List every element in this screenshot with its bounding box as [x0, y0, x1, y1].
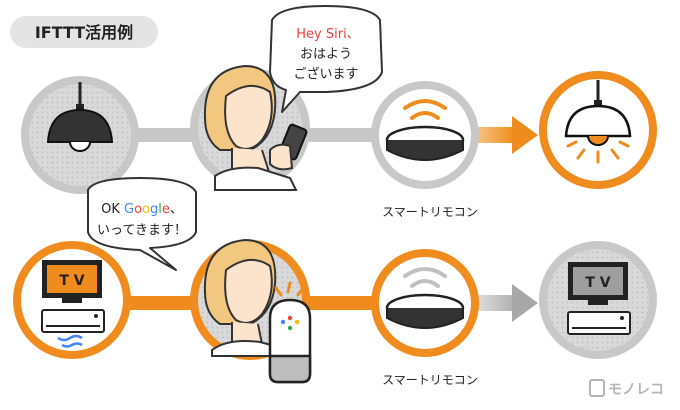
- google-letter: g: [150, 202, 158, 217]
- smart-speaker-icon: [268, 281, 312, 384]
- smartphone-icon: [269, 123, 308, 171]
- air-conditioner-icon: [567, 311, 631, 335]
- wifi-signal-icon: [403, 99, 447, 120]
- remote-label: スマートリモコン: [382, 373, 478, 387]
- woman-icon: [203, 238, 283, 357]
- arrow-right-icon: [478, 116, 538, 154]
- lamp-off-node: [21, 76, 139, 194]
- remote-device-icon: [385, 125, 465, 161]
- lamp-on-node: [539, 71, 657, 189]
- person-siri-node: [190, 64, 310, 191]
- speech-prefix: OK: [101, 202, 124, 217]
- tv-icon: T V: [568, 262, 628, 305]
- connector-bar: [300, 128, 380, 142]
- google-letter: l: [158, 202, 162, 217]
- google-letter: o: [142, 202, 150, 217]
- title-pill: IFTTT活用例: [10, 16, 158, 48]
- lamp-icon: [46, 82, 114, 152]
- tv-label: T V: [585, 275, 610, 291]
- page-title: IFTTT活用例: [35, 23, 133, 42]
- tv-label: T V: [59, 273, 84, 289]
- speech-suffix: 、: [170, 202, 183, 217]
- google-letter: G: [124, 202, 134, 217]
- watermark-text: モノレコ: [608, 382, 664, 398]
- speech-text-line3: ございます: [293, 66, 358, 82]
- wifi-signal-icon: [403, 267, 447, 288]
- speech-text-line1: Hey Siri、: [296, 27, 359, 42]
- speech-text-line1: OK Google、: [101, 202, 183, 217]
- tv-on-node: T V: [13, 241, 131, 359]
- air-conditioner-icon: [41, 309, 105, 348]
- google-letter: e: [162, 202, 170, 217]
- remote-device-icon: [385, 293, 465, 329]
- tv-icon: T V: [42, 260, 102, 303]
- speech-text-line2: いってきます！: [97, 223, 187, 238]
- remote-label: スマートリモコン: [382, 205, 478, 219]
- arrow-right-icon: [478, 284, 538, 322]
- google-letter: o: [134, 202, 142, 217]
- connector-bar: [300, 296, 382, 310]
- bag-icon: [589, 379, 605, 397]
- watermark: モノレコ: [589, 379, 664, 398]
- smart-remote-node: [371, 249, 479, 357]
- speech-bubble-google: OK Google、 いってきます！: [87, 177, 197, 271]
- speech-text-line2: おはよう: [300, 47, 352, 62]
- smart-remote-node: [371, 81, 479, 189]
- lamp-lit-icon: [564, 80, 632, 164]
- tv-off-node: T V: [539, 241, 657, 359]
- woman-icon: [203, 64, 298, 191]
- speech-bubble-siri: Hey Siri、 おはよう ございます: [269, 5, 383, 113]
